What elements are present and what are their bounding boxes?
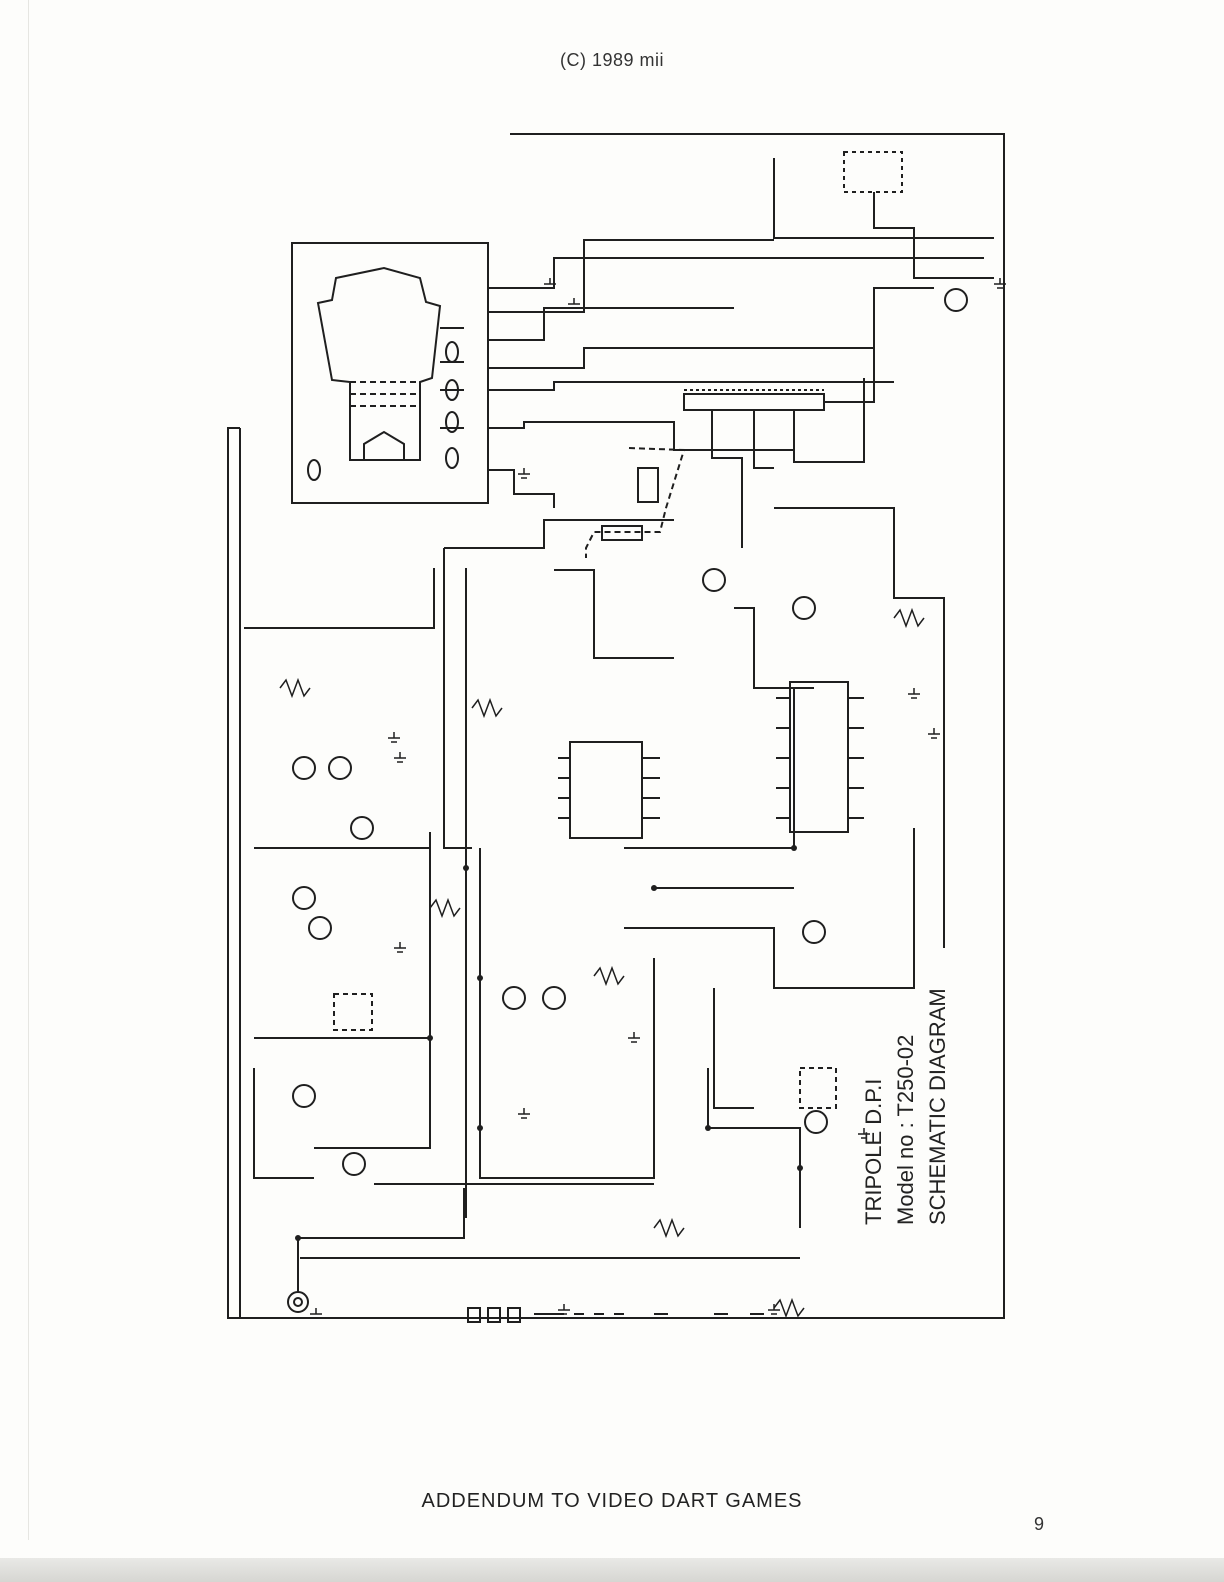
- mid-wire-1: [444, 519, 674, 549]
- bus-wire-7: [854, 828, 915, 989]
- flyback-wire-b: [753, 410, 774, 469]
- title-product: TRIPOLE D.P.I: [861, 1078, 886, 1225]
- crt-pin-resistors: [307, 327, 464, 481]
- bus-wire-6: [624, 927, 854, 989]
- bus-wire-11: [253, 1068, 314, 1179]
- crt-socket-frame: [291, 242, 489, 504]
- ic-tda1170: [569, 741, 643, 839]
- ic-tda1180p: [789, 681, 849, 833]
- mid-wire-6: [774, 507, 945, 948]
- wire-h-1: [488, 257, 984, 289]
- coax-input-inner: [293, 1297, 303, 1307]
- title-block: TRIPOLE D.P.I Model no : T250-02 SCHEMAT…: [858, 885, 970, 1225]
- yoke-coil-h: [637, 467, 659, 503]
- flyback-transformer: [683, 393, 825, 411]
- wire-h-5: [488, 381, 894, 391]
- bus-wire-5: [707, 1068, 801, 1228]
- mid-wire-2: [443, 548, 472, 849]
- bus-wire-2: [479, 848, 655, 1179]
- ground-symbols: [310, 278, 1006, 1319]
- mid-wire-4: [554, 569, 674, 659]
- ic-pin-leads: [558, 697, 864, 819]
- schematic-diagram: [214, 128, 1024, 1340]
- mid-wire-7: [734, 607, 814, 689]
- bus-wire-3: [624, 688, 795, 849]
- footer-title: ADDENDUM TO VIDEO DART GAMES: [421, 1490, 803, 1512]
- crt-tube: [316, 266, 442, 461]
- top-right-wire: [773, 158, 994, 239]
- wire-h-7: [488, 469, 555, 508]
- circuit-drawing: [227, 133, 1006, 1323]
- transistor-symbols: [292, 288, 968, 1176]
- resistor-zigzags: [279, 607, 925, 1319]
- wire-h-2: [488, 239, 774, 313]
- coax-input-outer: [287, 1291, 309, 1313]
- mid-wire-5: [244, 568, 435, 629]
- flyback-wire-c: [793, 378, 865, 463]
- coax-wire: [297, 1188, 465, 1292]
- wire-h-4: [488, 347, 874, 369]
- scan-left-edge: [28, 0, 29, 1540]
- wire-h-3: [488, 307, 734, 341]
- wire-h-6: [488, 421, 794, 451]
- bus-wire-1: [314, 832, 431, 1149]
- crt-heater: [363, 430, 405, 460]
- contrast-pot-box: [333, 993, 373, 1031]
- video-pot-box: [799, 1067, 837, 1109]
- outer-wire-top: [227, 133, 1005, 1319]
- title-diagram: SCHEMATIC DIAGRAM: [925, 988, 950, 1225]
- title-model: Model no : T250-02: [893, 1034, 918, 1225]
- scan-edge-bar: [0, 1558, 1224, 1582]
- page-number: 9: [1034, 1514, 1045, 1534]
- hv-wire: [873, 192, 994, 279]
- flyback-wire-d: [824, 287, 934, 403]
- bus-wire-8: [713, 988, 754, 1109]
- junction-dots: [295, 845, 803, 1241]
- deflection-yoke: [585, 447, 686, 558]
- flyback-wire-a: [711, 410, 743, 548]
- copyright-notice: (C) 1989 mii: [559, 50, 665, 70]
- yoke-coil-v: [601, 525, 643, 541]
- bottom-connector: [467, 1307, 764, 1323]
- hv-module-dashed: [843, 151, 903, 193]
